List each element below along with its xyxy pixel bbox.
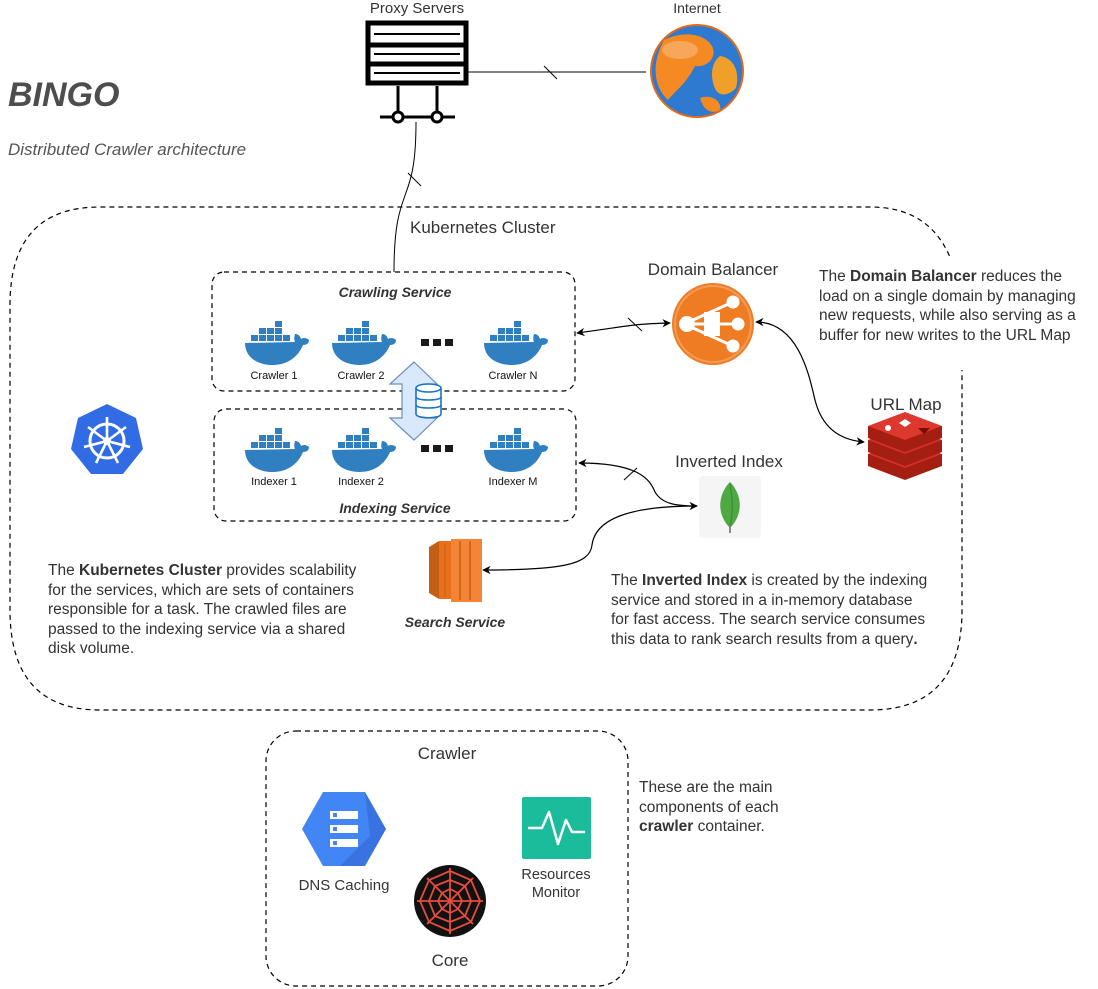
note-text: reduces the load on a single domain by m… — [819, 268, 1076, 344]
docker-whale-icon — [332, 321, 396, 365]
docker-whale-icon — [332, 428, 396, 472]
docker-whale-icon — [245, 428, 309, 472]
internet-label: Internet — [673, 0, 721, 16]
kubernetes-cluster-note: The Kubernetes Cluster provides scalabil… — [48, 561, 376, 659]
docker-whale-icon — [484, 321, 548, 365]
domain-balancer-label: Domain Balancer — [647, 260, 779, 279]
connector-cluster-proxy — [393, 121, 422, 273]
note-emphasis: . — [913, 630, 918, 648]
connector-crawling-balancer — [576, 317, 671, 337]
url-map-label: URL Map — [870, 395, 942, 414]
note-emphasis: Kubernetes Cluster — [79, 562, 222, 579]
resources-monitor-label: Resources Monitor — [521, 867, 591, 901]
kubernetes-cluster-boundary — [9, 206, 963, 711]
docker-whale-icon — [245, 321, 309, 365]
indexing-service-label: Indexing Service — [339, 500, 451, 516]
crawler-label: Crawler N — [488, 370, 538, 382]
globe-icon — [650, 24, 744, 118]
kubernetes-helm-icon — [71, 404, 143, 474]
note-text: The — [48, 562, 80, 579]
connector-balancer-urlmap — [755, 317, 865, 446]
crawling-service-box — [211, 271, 576, 392]
page-subtitle: Distributed Crawler architecture — [8, 140, 247, 159]
note-text: provides scalability for the services, w… — [48, 562, 357, 657]
note-emphasis: Domain Balancer — [850, 268, 977, 285]
connector-proxy-internet — [460, 65, 646, 80]
server-rack-icon — [365, 20, 469, 124]
load-balancer-icon — [672, 283, 754, 365]
spiderweb-icon — [414, 865, 486, 937]
indexer-label: Indexer 1 — [251, 476, 297, 488]
indexer-label: Indexer 2 — [338, 476, 384, 488]
search-service-label: Search Service — [404, 614, 506, 630]
pulse-monitor-icon — [522, 797, 591, 859]
dns-hexagon-icon — [302, 792, 386, 866]
connector-indexing-invertedindex — [578, 458, 698, 511]
redis-stack-icon — [868, 412, 942, 480]
crawler-label: Crawler 2 — [337, 370, 385, 382]
crawling-service-label: Crawling Service — [338, 284, 452, 300]
proxy-servers-label: Proxy Servers — [369, 0, 465, 17]
crawler-label: Crawler 1 — [250, 370, 298, 382]
more-containers-ellipsis — [421, 339, 453, 346]
note-text: The — [611, 572, 643, 589]
domain-balancer-note: The Domain Balancer reduces the load on … — [819, 267, 1087, 345]
aws-compute-icon — [429, 539, 482, 602]
crawler-note: These are the main components of each cr… — [639, 778, 819, 837]
note-text: container. — [693, 818, 765, 835]
note-text: The — [819, 268, 851, 285]
note-emphasis: crawler — [639, 818, 694, 835]
note-text: is created by the indexing service and s… — [611, 572, 928, 648]
database-arrow-icon — [388, 361, 442, 441]
crawler-box-label: Crawler — [417, 744, 477, 763]
indexer-label: Indexer M — [488, 476, 538, 488]
kubernetes-cluster-label: Kubernetes Cluster — [410, 218, 556, 237]
page-title: BINGO — [8, 76, 120, 114]
core-label: Core — [431, 951, 469, 970]
note-text: These are the main components of each — [639, 779, 779, 816]
more-containers-ellipsis — [421, 445, 453, 452]
docker-whale-icon — [484, 428, 548, 472]
mongodb-leaf-icon — [699, 476, 761, 538]
inverted-index-label: Inverted Index — [675, 452, 783, 471]
note-emphasis: Inverted Index — [642, 572, 748, 589]
inverted-index-note: The Inverted Index is created by the ind… — [611, 571, 929, 649]
crawler-detail-box — [265, 730, 629, 987]
connector-search-invertedindex — [482, 505, 698, 575]
indexing-service-box — [213, 408, 577, 522]
dns-caching-label: DNS Caching — [298, 877, 390, 894]
